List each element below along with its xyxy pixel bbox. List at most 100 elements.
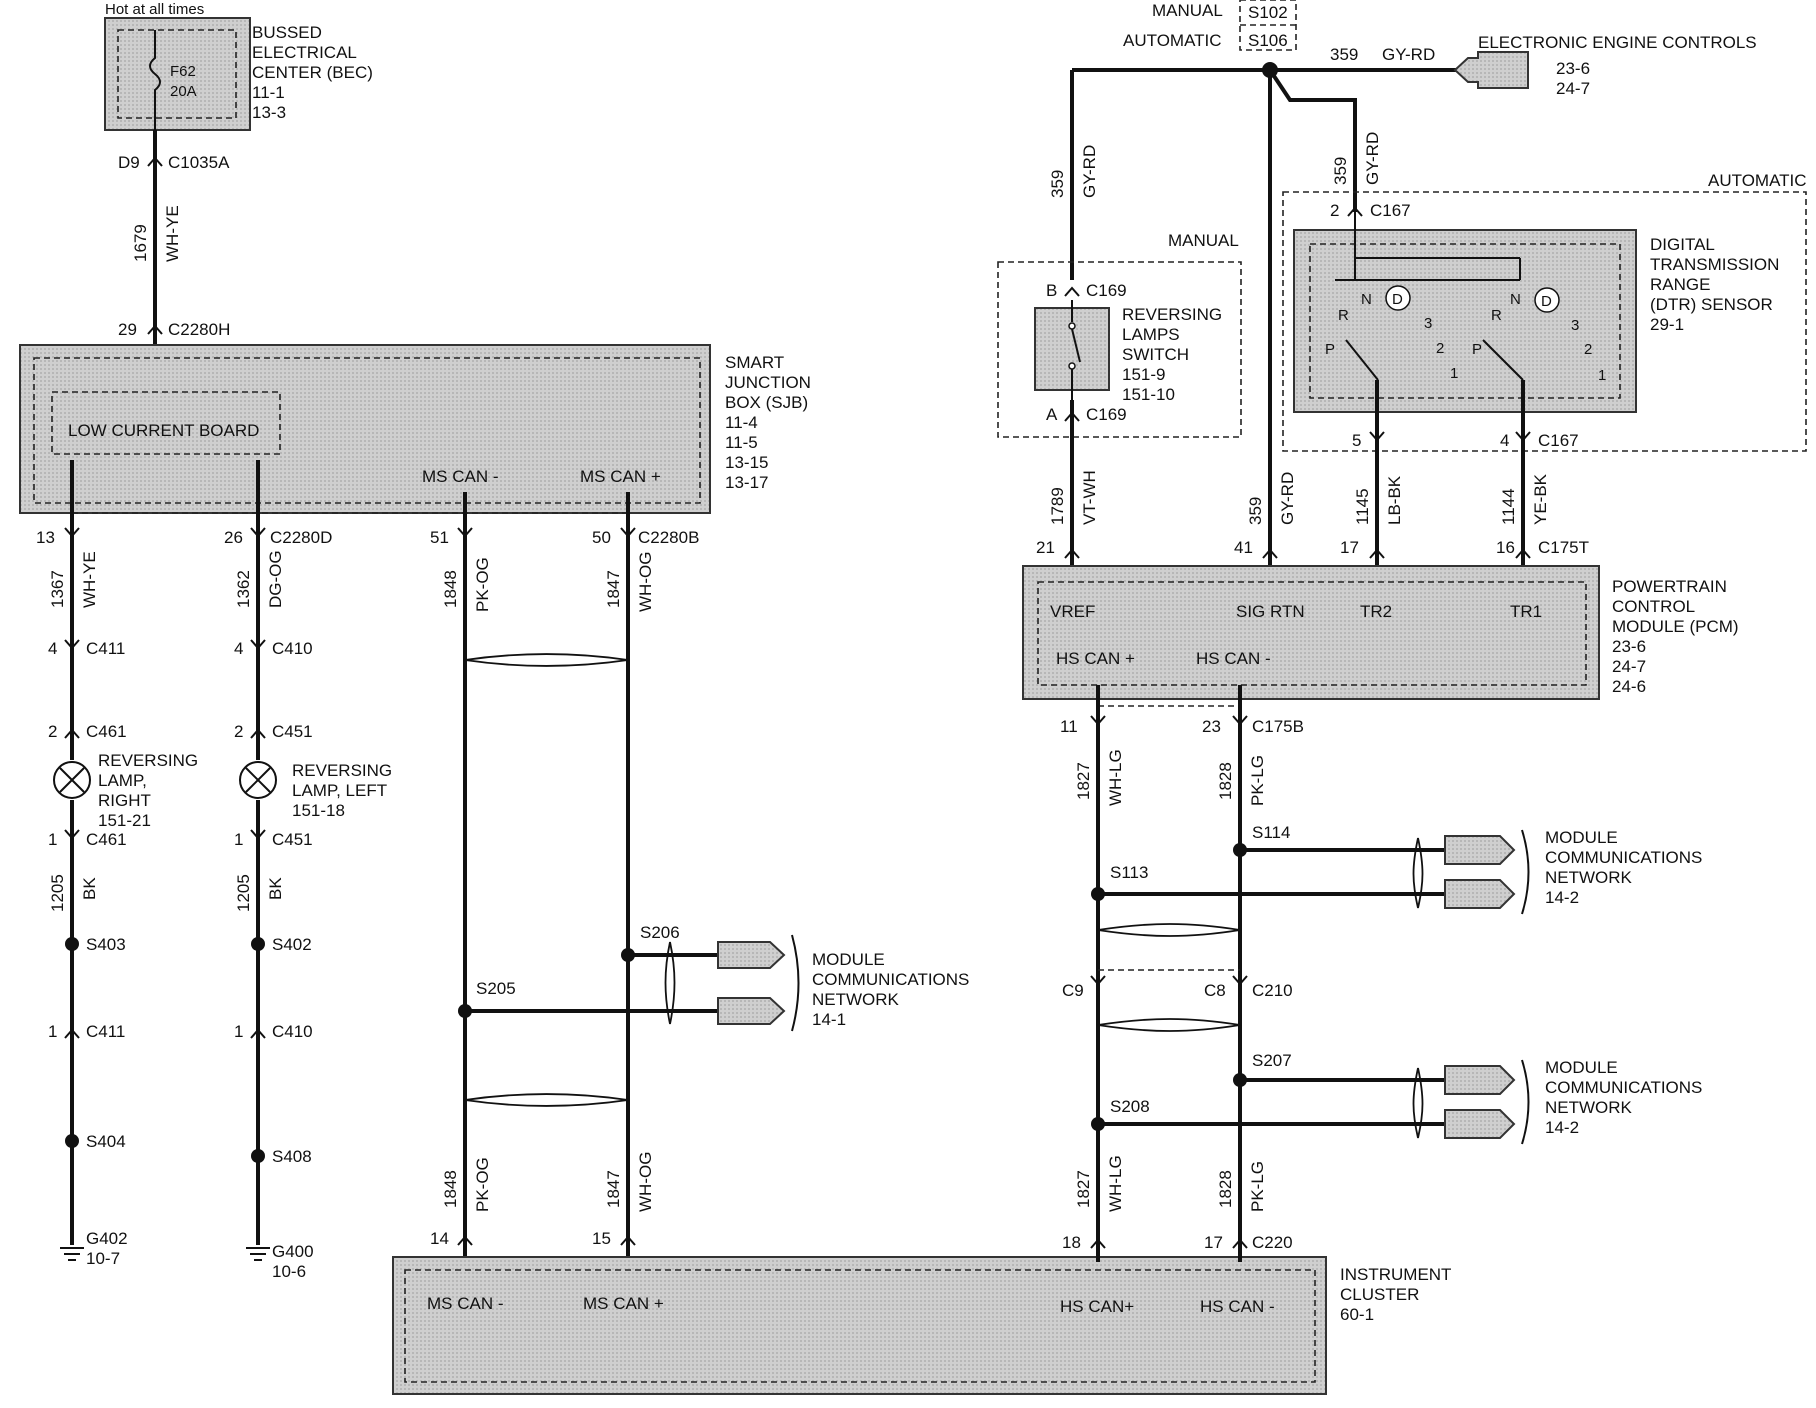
- w359-color-dtr: GY-RD: [1363, 132, 1382, 185]
- w1847-num: 1847: [604, 570, 623, 608]
- bec-pin: D9: [118, 153, 140, 172]
- connector-arrow-icon: [147, 324, 163, 335]
- s102-label: S102: [1248, 3, 1288, 22]
- pcm-pin-16: 16: [1496, 538, 1515, 557]
- w1828b-num: 1828: [1216, 1170, 1235, 1208]
- eec-name: ELECTRONIC ENGINE CONTROLS: [1478, 33, 1757, 52]
- cluster-hs-can-minus: HS CAN -: [1200, 1297, 1275, 1316]
- dtr-contact-1: 1: [1450, 365, 1458, 382]
- cluster-ms-can-plus: MS CAN +: [583, 1294, 664, 1313]
- w1145-num: 1145: [1353, 488, 1372, 525]
- sjb-name-2: JUNCTION: [725, 373, 811, 392]
- low-current-board-label: LOW CURRENT BOARD: [68, 421, 259, 440]
- hs-network-a-2: COMMUNICATIONS: [1545, 848, 1702, 867]
- w1205b-color: BK: [266, 877, 285, 900]
- sjb-pin-26: 26: [224, 528, 243, 547]
- connector-arrow-icon: [1515, 431, 1531, 442]
- c411-label: C411: [86, 639, 125, 658]
- c411-pin: 4: [48, 639, 57, 658]
- s114-label: S114: [1252, 823, 1290, 842]
- pcm-sig-rtn: SIG RTN: [1236, 602, 1305, 621]
- w1789-num: 1789: [1048, 487, 1067, 525]
- dtr-name-4: (DTR) SENSOR: [1650, 295, 1773, 314]
- cluster-pin-17: 17: [1204, 1233, 1223, 1252]
- w1828b-color: PK-LG: [1248, 1161, 1267, 1212]
- sjb-ref-1: 11-4: [725, 413, 758, 432]
- ms-network-name-3: NETWORK: [812, 990, 900, 1009]
- connector-arrow-icon: [1369, 431, 1385, 442]
- dtr-contact-n2: N: [1510, 291, 1521, 308]
- pcm-pin-41: 41: [1234, 538, 1253, 557]
- dtr-ref: 29-1: [1650, 315, 1684, 334]
- sjb-pin-50: 50: [592, 528, 611, 547]
- twisted-pair-icon: [1097, 923, 1241, 937]
- w359-color-top: GY-RD: [1382, 45, 1435, 64]
- hs-network-b-3: NETWORK: [1545, 1098, 1633, 1117]
- pcm-name-3: MODULE (PCM): [1612, 617, 1739, 636]
- right-lamp-name-3: RIGHT: [98, 791, 151, 810]
- cluster-name-2: CLUSTER: [1340, 1285, 1419, 1304]
- hs-network-b-ref: 14-2: [1545, 1118, 1579, 1137]
- w1847-color: WH-OG: [636, 552, 655, 612]
- connector-arrow-icon: [1090, 975, 1106, 986]
- switch-conn-b: C169: [1086, 281, 1127, 300]
- switch-name-2: LAMPS: [1122, 325, 1180, 344]
- connector-arrow-icon: [64, 527, 80, 538]
- connector-arrow-icon: [620, 1235, 636, 1246]
- connector-arrow-icon: [1064, 548, 1080, 559]
- pcm-tr2: TR2: [1360, 602, 1392, 621]
- connector-arrow-icon: [1090, 715, 1106, 726]
- connector-arrow-icon: [457, 1235, 473, 1246]
- dtr-contact-32: 3: [1571, 317, 1579, 334]
- s113-label: S113: [1110, 863, 1148, 882]
- bec-fuse-box: Hot at all times BUSSED ELECTRICAL CENTE…: [104, 1, 373, 131]
- w1848-num: 1848: [441, 570, 460, 608]
- switch-ref-2: 151-10: [1122, 385, 1175, 404]
- w1828-color: PK-LG: [1248, 755, 1267, 806]
- right-lamp-ref: 151-21: [98, 811, 151, 830]
- pcm-in-conn: C175T: [1538, 538, 1589, 557]
- pcm-pin-23: 23: [1202, 717, 1221, 736]
- reversing-lamps-switch: MANUAL B C169 REVERSING LAMPS SWITCH 151…: [997, 231, 1242, 438]
- splice-selector: MANUAL AUTOMATIC S102 S106: [1123, 0, 1297, 51]
- connector-arrow-icon: [1232, 715, 1248, 726]
- fuse-rating: 20A: [170, 83, 197, 100]
- splice-dot: [1262, 62, 1278, 78]
- bec-hot-label: Hot at all times: [105, 1, 204, 18]
- connector-arrow-icon: [1064, 286, 1080, 297]
- w1827-color: WH-LG: [1106, 749, 1125, 806]
- lamp-icon: [53, 761, 91, 799]
- s205-label: S205: [476, 979, 516, 998]
- left-lamp-name-2: LAMP, LEFT: [292, 781, 387, 800]
- connector-arrow-icon: [64, 829, 80, 840]
- network-connector-icon: [717, 941, 786, 969]
- hs-network-a-1: MODULE: [1545, 828, 1618, 847]
- w1828-num: 1828: [1216, 762, 1235, 800]
- c451-pin: 2: [234, 722, 243, 741]
- c451b-label: C451: [272, 830, 313, 849]
- s408-label: S408: [272, 1147, 312, 1166]
- dtr-contact-12: 1: [1598, 367, 1606, 384]
- pcm-pin-17: 17: [1340, 538, 1359, 557]
- switch-conn-a: C169: [1086, 405, 1127, 424]
- sjb-pin-13: 13: [36, 528, 55, 547]
- connector-arrow-icon: [250, 639, 266, 650]
- s402-label: S402: [272, 935, 312, 954]
- connector-arrow-icon: [1369, 548, 1385, 559]
- w1679-num: 1679: [131, 224, 150, 262]
- c410b-pin: 1: [234, 1022, 243, 1041]
- twisted-pair-icon: [1097, 1018, 1241, 1032]
- bec-connector: C1035A: [168, 153, 230, 172]
- w1205b-num: 1205: [234, 874, 253, 912]
- connector-arrow-icon: [64, 639, 80, 650]
- powertrain-control-module: VREF SIG RTN TR2 TR1 HS CAN + HS CAN - P…: [1022, 565, 1739, 700]
- c461-label: C461: [86, 722, 127, 741]
- connector-arrow-icon: [1515, 548, 1531, 559]
- manual-label: MANUAL: [1152, 1, 1223, 20]
- sjb-ms-can-minus: MS CAN -: [422, 467, 499, 486]
- s404-label: S404: [86, 1132, 126, 1151]
- eec-ref-2: 24-7: [1556, 79, 1590, 98]
- c8-label: C8: [1204, 981, 1226, 1000]
- connector-arrow-icon: [250, 728, 266, 739]
